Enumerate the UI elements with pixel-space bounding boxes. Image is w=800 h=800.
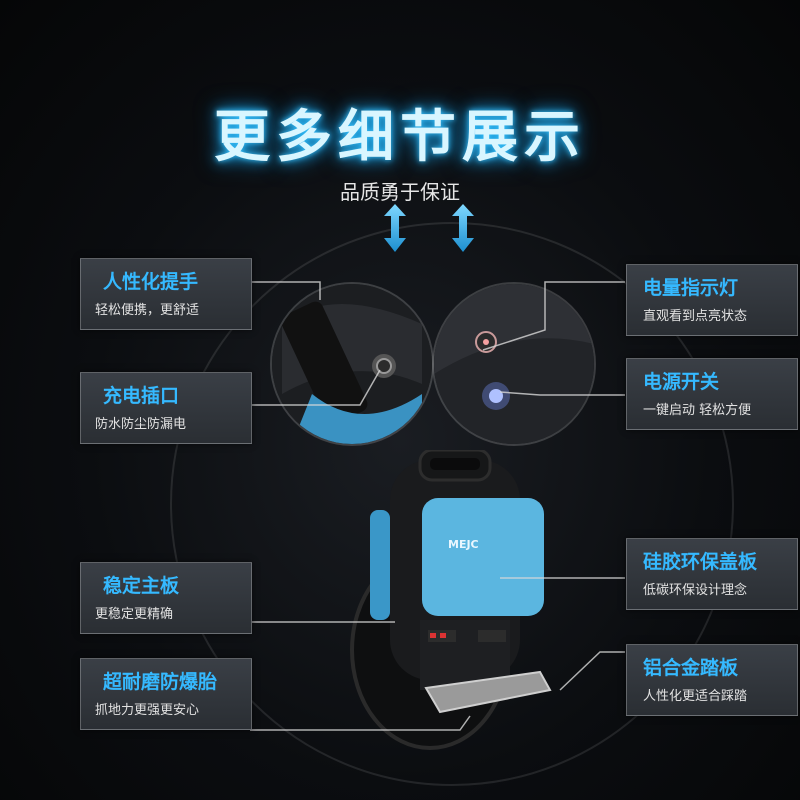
callout-tire-desc: 抓地力更强更安心 — [95, 703, 200, 718]
callout-cover-title: 硅胶环保盖板 — [643, 551, 758, 573]
indicator-detail-photo — [432, 282, 596, 446]
callout-power-title: 电源开关 — [643, 371, 720, 393]
callout-mainboard-desc: 更稳定更精确 — [95, 607, 174, 622]
callout-charging-title: 充电插口 — [103, 385, 180, 407]
callout-charging-desc: 防水防尘防漏电 — [95, 417, 187, 432]
up-down-arrow-icon — [452, 204, 474, 252]
product-logo: MEJC — [448, 538, 479, 551]
handle-detail-photo — [270, 282, 434, 446]
page-title: 更多细节展示 — [214, 105, 586, 170]
page-subtitle: 品质勇于保证 — [340, 180, 460, 204]
callout-indicator-title: 电量指示灯 — [643, 277, 739, 299]
down-arrow-icon — [384, 204, 406, 252]
callout-handle-title: 人性化提手 — [103, 271, 199, 293]
callout-pedal: 铝合金踏板 人性化更适合踩踏 — [626, 644, 798, 716]
callout-mainboard-title: 稳定主板 — [103, 575, 180, 597]
callout-handle: 人性化提手 轻松便携，更舒适 — [80, 258, 252, 330]
unicycle-product-image: MEJC — [350, 450, 552, 750]
callout-power: 电源开关 一键启动 轻松方便 — [626, 358, 798, 430]
callout-power-desc: 一键启动 轻松方便 — [643, 403, 752, 418]
callout-tire-title: 超耐磨防爆胎 — [103, 671, 218, 693]
callout-pedal-title: 铝合金踏板 — [643, 657, 739, 679]
callout-cover: 硅胶环保盖板 低碳环保设计理念 — [626, 538, 798, 610]
background-ring — [170, 222, 734, 786]
callout-charging: 充电插口 防水防尘防漏电 — [80, 372, 252, 444]
callout-pedal-desc: 人性化更适合踩踏 — [643, 689, 748, 704]
callout-cover-desc: 低碳环保设计理念 — [643, 583, 748, 598]
callout-indicator-desc: 直观看到点亮状态 — [643, 309, 748, 324]
callout-mainboard: 稳定主板 更稳定更精确 — [80, 562, 252, 634]
callout-handle-desc: 轻松便携，更舒适 — [95, 303, 200, 318]
callout-tire: 超耐磨防爆胎 抓地力更强更安心 — [80, 658, 252, 730]
callout-indicator: 电量指示灯 直观看到点亮状态 — [626, 264, 798, 336]
